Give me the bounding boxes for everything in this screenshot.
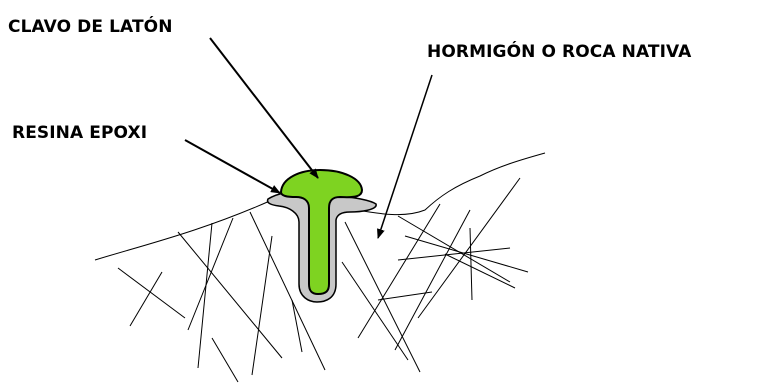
label-brass-nail: CLAVO DE LATÓN [8,17,173,37]
ground-surface-line [95,200,272,260]
arrow-brass-nail [210,38,318,178]
rock-hatching-left [118,212,325,382]
arrow-concrete-rock [378,75,432,238]
ground-surface-line-right [357,153,545,215]
label-epoxy-resin: RESINA EPOXI [12,123,147,143]
arrow-epoxy-resin [185,140,280,193]
label-concrete-rock: HORMIGÓN O ROCA NATIVA [427,42,691,62]
